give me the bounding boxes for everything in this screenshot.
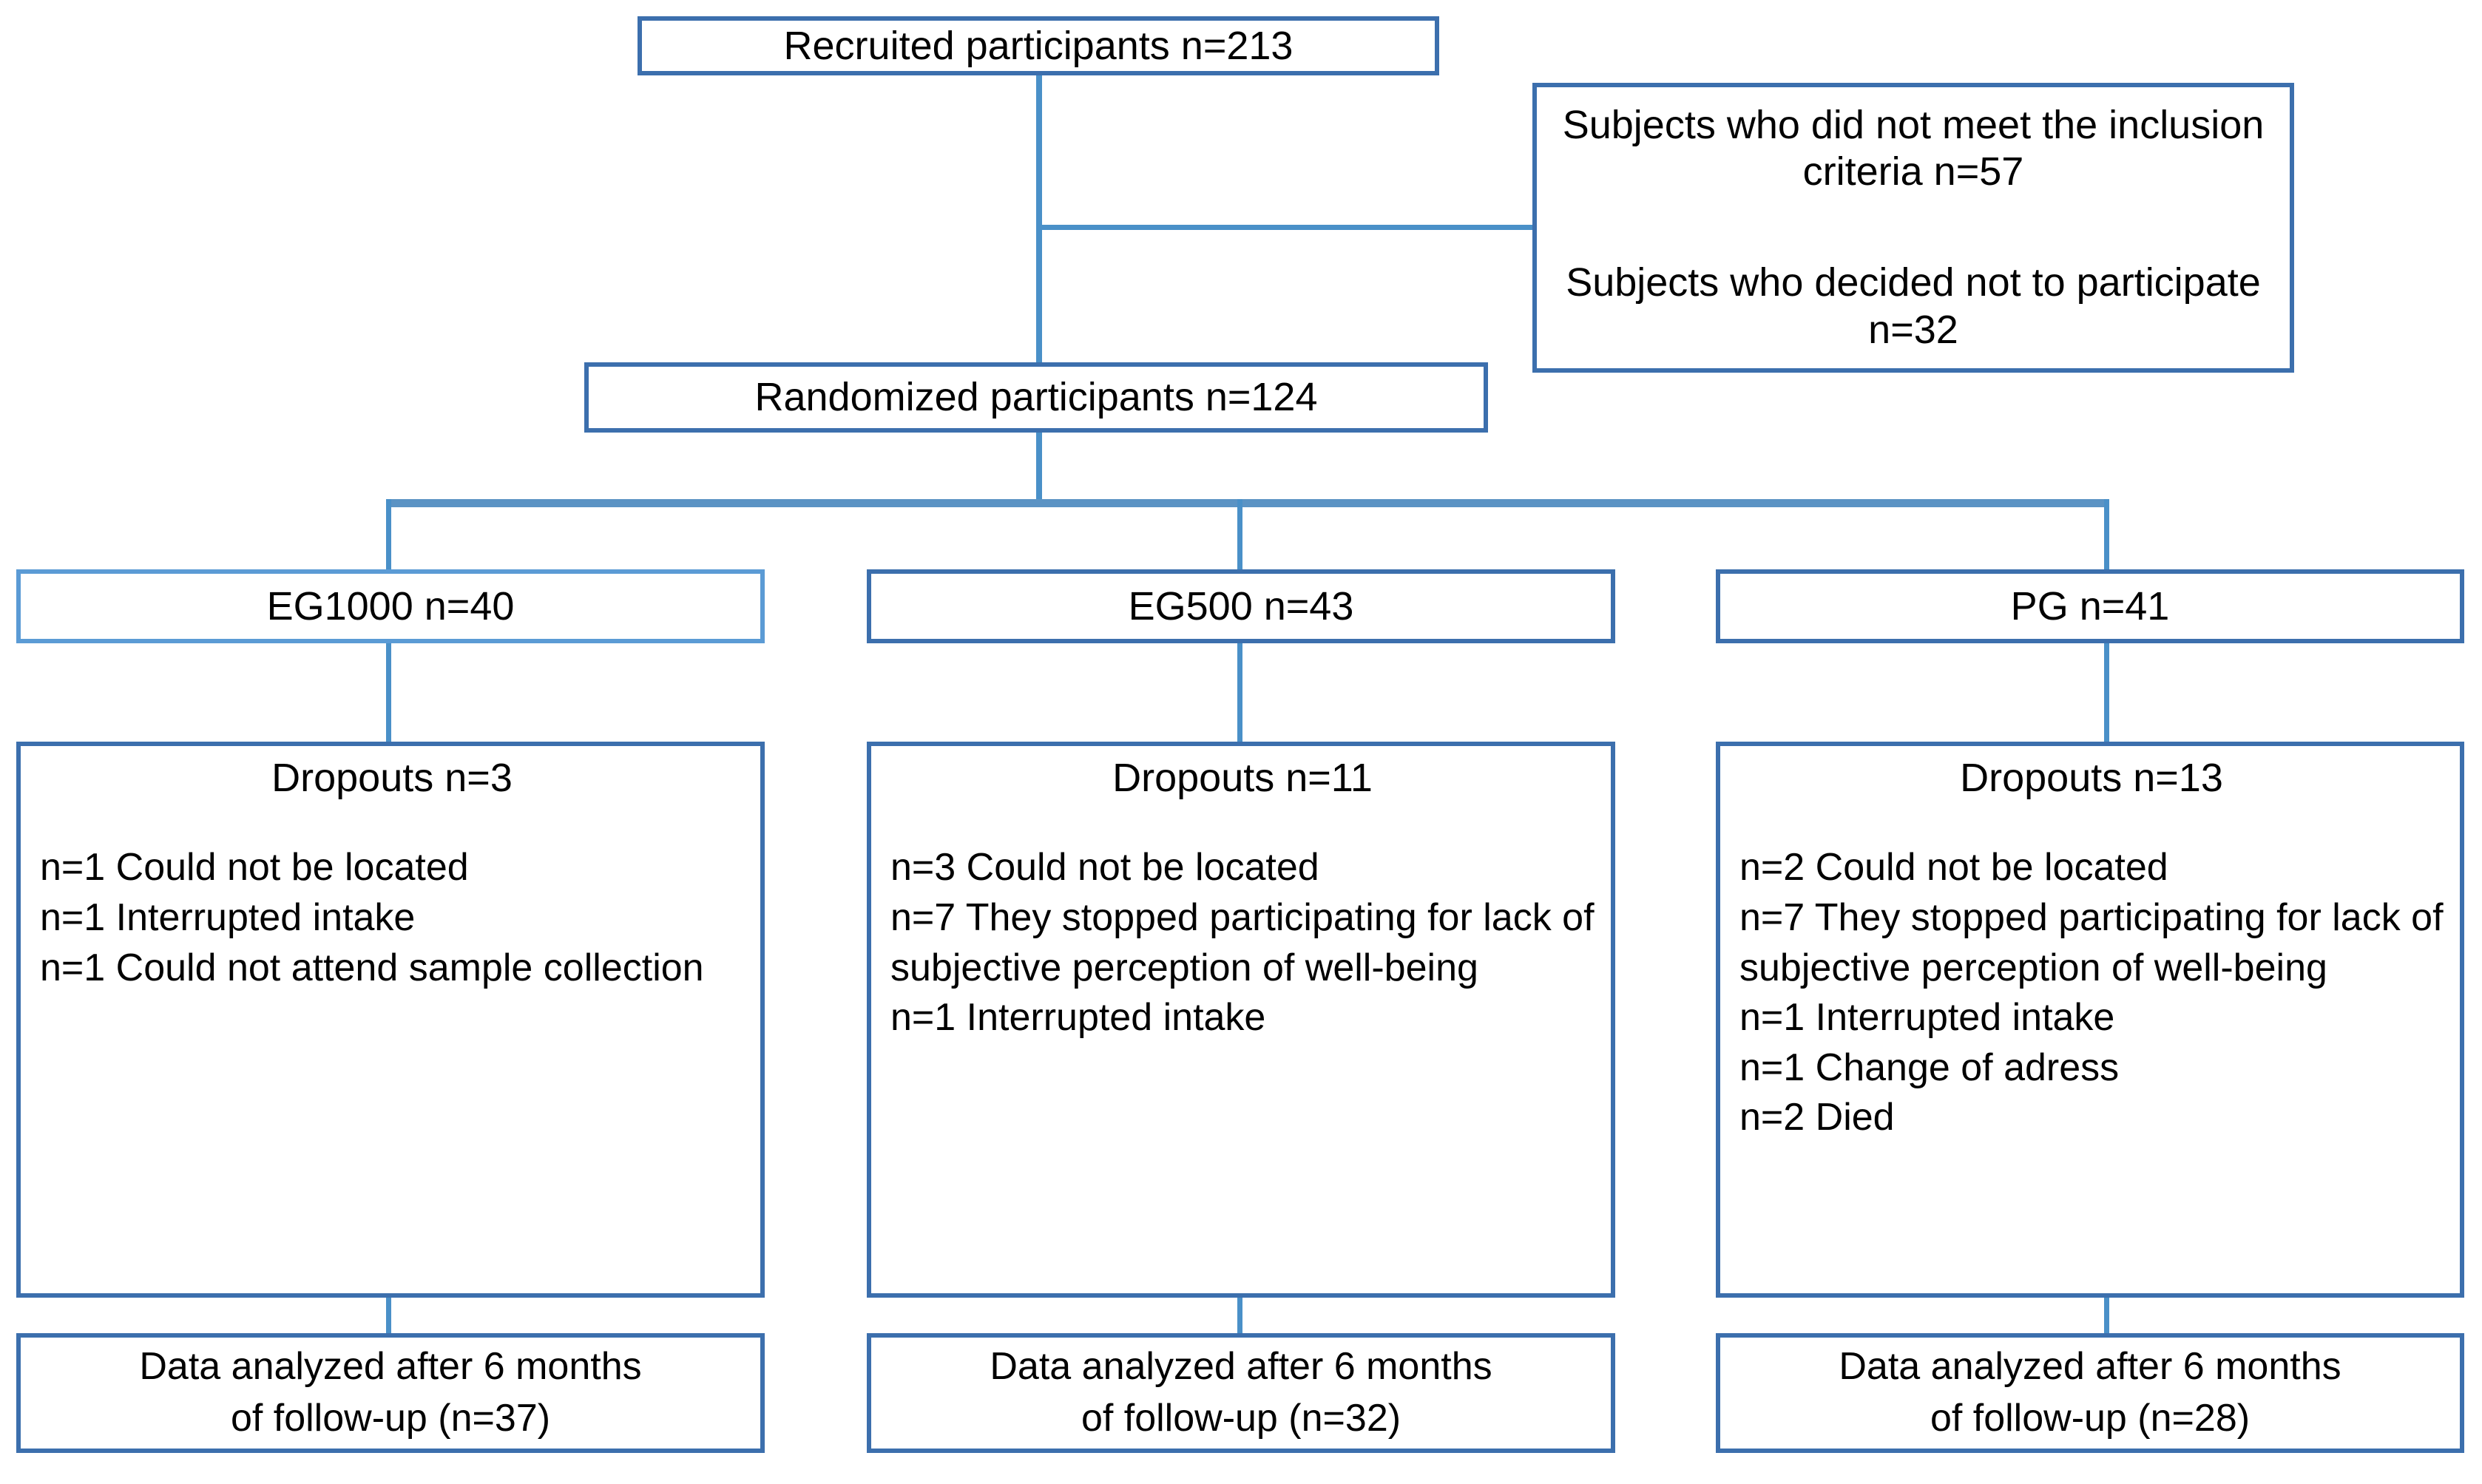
connector-split-to-eg500 — [1237, 499, 1242, 572]
dropouts-title-pg: Dropouts n=13 — [1960, 756, 2223, 800]
node-recruited-participants: Recruited participants n=213 — [638, 16, 1439, 75]
connector-randomized-to-split — [1036, 431, 1042, 504]
group-label-eg500: EG500 n=43 — [1128, 583, 1354, 629]
node-dropouts-pg: Dropouts n=13 n=2 Could not be located n… — [1716, 742, 2464, 1298]
dropout-reason: n=1 Change of adress — [1739, 1046, 2120, 1089]
dropout-reason: n=1 Could not be located — [40, 846, 469, 890]
dropouts-list-eg1000: n=1 Could not be located n=1 Interrupted… — [40, 843, 744, 993]
analysis-line-1-pg: Data analyzed after 6 months — [1839, 1345, 2341, 1389]
dropout-reason: n=1 Could not attend sample collection — [40, 946, 704, 989]
connector-eg1000-dropouts-to-analysis — [386, 1296, 391, 1336]
randomized-label: Randomized participants n=124 — [754, 375, 1318, 420]
dropout-reason: n=3 Could not be located — [890, 846, 1319, 890]
analysis-line-1-eg1000: Data analyzed after 6 months — [139, 1345, 642, 1389]
dropout-reason: n=1 Interrupted intake — [40, 895, 416, 939]
dropouts-list-pg: n=2 Could not be located n=7 They stoppe… — [1739, 843, 2444, 1143]
connector-eg1000-to-dropouts — [386, 640, 391, 744]
node-dropouts-eg1000: Dropouts n=3 n=1 Could not be located n=… — [16, 742, 765, 1298]
node-analysis-eg1000: Data analyzed after 6 months of follow-u… — [16, 1333, 765, 1453]
node-exclusions: Subjects who did not meet the inclusion … — [1532, 83, 2294, 373]
dropouts-title-eg500: Dropouts n=11 — [1112, 756, 1373, 800]
analysis-line-2-eg500: of follow-up (n=32) — [1081, 1397, 1401, 1440]
dropout-reason: n=7 They stopped participating for lack … — [1739, 895, 2444, 989]
group-label-pg: PG n=41 — [2010, 583, 2170, 629]
node-group-pg: PG n=41 — [1716, 569, 2464, 643]
dropout-reason: n=1 Interrupted intake — [1739, 996, 2115, 1040]
connector-pg-dropouts-to-analysis — [2104, 1296, 2109, 1336]
exclusion-reason-declined-participation: Subjects who decided not to participate … — [1566, 260, 2261, 352]
exclusion-reason-not-meeting-criteria: Subjects who did not meet the inclusion … — [1562, 102, 2265, 194]
node-randomized-participants: Randomized participants n=124 — [584, 362, 1488, 433]
analysis-line-2-eg1000: of follow-up (n=37) — [230, 1397, 551, 1440]
connector-eg500-to-dropouts — [1237, 640, 1242, 744]
dropout-reason: n=7 They stopped participating for lack … — [890, 895, 1595, 989]
dropout-reason: n=2 Could not be located — [1739, 846, 2168, 890]
recruited-label: Recruited participants n=213 — [783, 23, 1294, 68]
node-analysis-eg500: Data analyzed after 6 months of follow-u… — [867, 1333, 1615, 1453]
dropout-reason: n=1 Interrupted intake — [890, 996, 1266, 1040]
node-dropouts-eg500: Dropouts n=11 n=3 Could not be located n… — [867, 742, 1615, 1298]
node-group-eg1000: EG1000 n=40 — [16, 569, 765, 643]
group-label-eg1000: EG1000 n=40 — [266, 583, 515, 629]
connector-eg500-dropouts-to-analysis — [1237, 1296, 1242, 1336]
connector-split-to-eg1000 — [386, 499, 391, 572]
connector-split-to-pg — [2104, 499, 2109, 572]
connector-split-bar — [386, 499, 2109, 507]
analysis-line-1-eg500: Data analyzed after 6 months — [990, 1345, 1492, 1389]
analysis-line-2-pg: of follow-up (n=28) — [1930, 1397, 2251, 1440]
node-analysis-pg: Data analyzed after 6 months of follow-u… — [1716, 1333, 2464, 1453]
dropouts-title-eg1000: Dropouts n=3 — [271, 756, 513, 800]
dropout-reason: n=2 Died — [1739, 1096, 1895, 1139]
dropouts-list-eg500: n=3 Could not be located n=7 They stoppe… — [890, 843, 1595, 1043]
connector-recruited-to-randomized — [1036, 72, 1042, 364]
connector-pg-to-dropouts — [2104, 640, 2109, 744]
connector-recruited-to-exclusions — [1036, 225, 1537, 230]
node-group-eg500: EG500 n=43 — [867, 569, 1615, 643]
